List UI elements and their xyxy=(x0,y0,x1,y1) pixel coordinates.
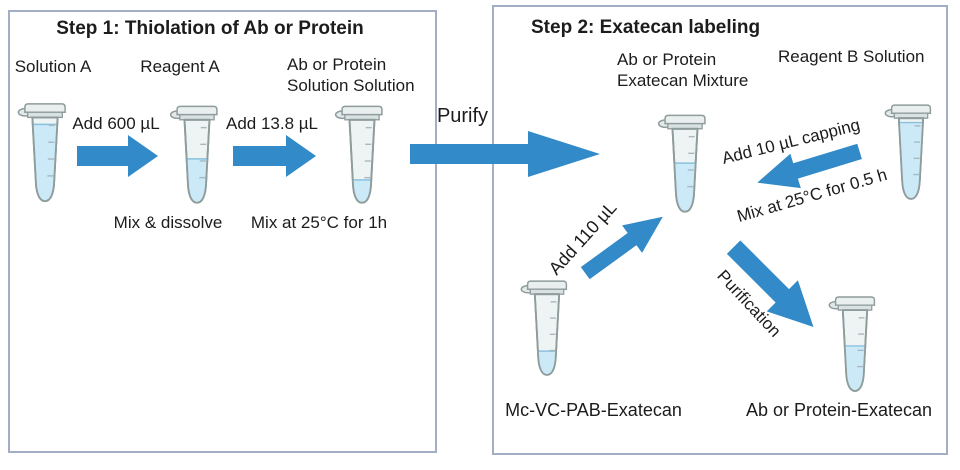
solution-a-tube xyxy=(16,95,74,210)
add-110-arrow xyxy=(575,203,673,287)
product-label: Ab or Protein-Exatecan xyxy=(745,400,933,420)
add-600-arrow xyxy=(77,135,158,177)
solution-a-label: Solution A xyxy=(14,57,92,76)
step1-title: Step 1: Thiolation of Ab or Protein xyxy=(56,18,364,39)
step2-title: Step 2: Exatecan labeling xyxy=(531,17,761,38)
mix-dissolve-label: Mix & dissolve xyxy=(113,213,223,232)
mix-25c-1h-label: Mix at 25°C for 1h xyxy=(250,213,388,232)
ab-protein-solution-tube xyxy=(333,98,391,211)
exatecan-mixture-label: Ab or Protein Exatecan Mixture xyxy=(617,50,749,90)
add-138-label: Add 13.8 µL xyxy=(225,114,319,133)
ab-protein-solution-label: Ab or Protein Solution Solution xyxy=(287,55,415,95)
step2-box xyxy=(492,5,948,455)
purification-arrow xyxy=(718,231,829,342)
purify-label: Purify xyxy=(436,105,489,127)
product-tube xyxy=(827,288,883,400)
exatecan-mixture-tube xyxy=(655,107,715,220)
mc-vc-pab-label: Mc-VC-PAB-Exatecan xyxy=(505,400,682,420)
capping-arrow xyxy=(752,134,865,200)
add-138-arrow xyxy=(233,135,316,177)
add-600-label: Add 600 µL xyxy=(72,114,160,133)
step1-box xyxy=(8,10,437,453)
purify-arrow xyxy=(410,131,600,177)
reagent-b-label: Reagent B Solution xyxy=(778,47,925,66)
reagent-b-tube xyxy=(882,97,940,207)
reagent-a-label: Reagent A xyxy=(140,57,220,76)
mc-vc-pab-tube xyxy=(518,273,576,383)
reagent-a-tube xyxy=(168,98,226,211)
